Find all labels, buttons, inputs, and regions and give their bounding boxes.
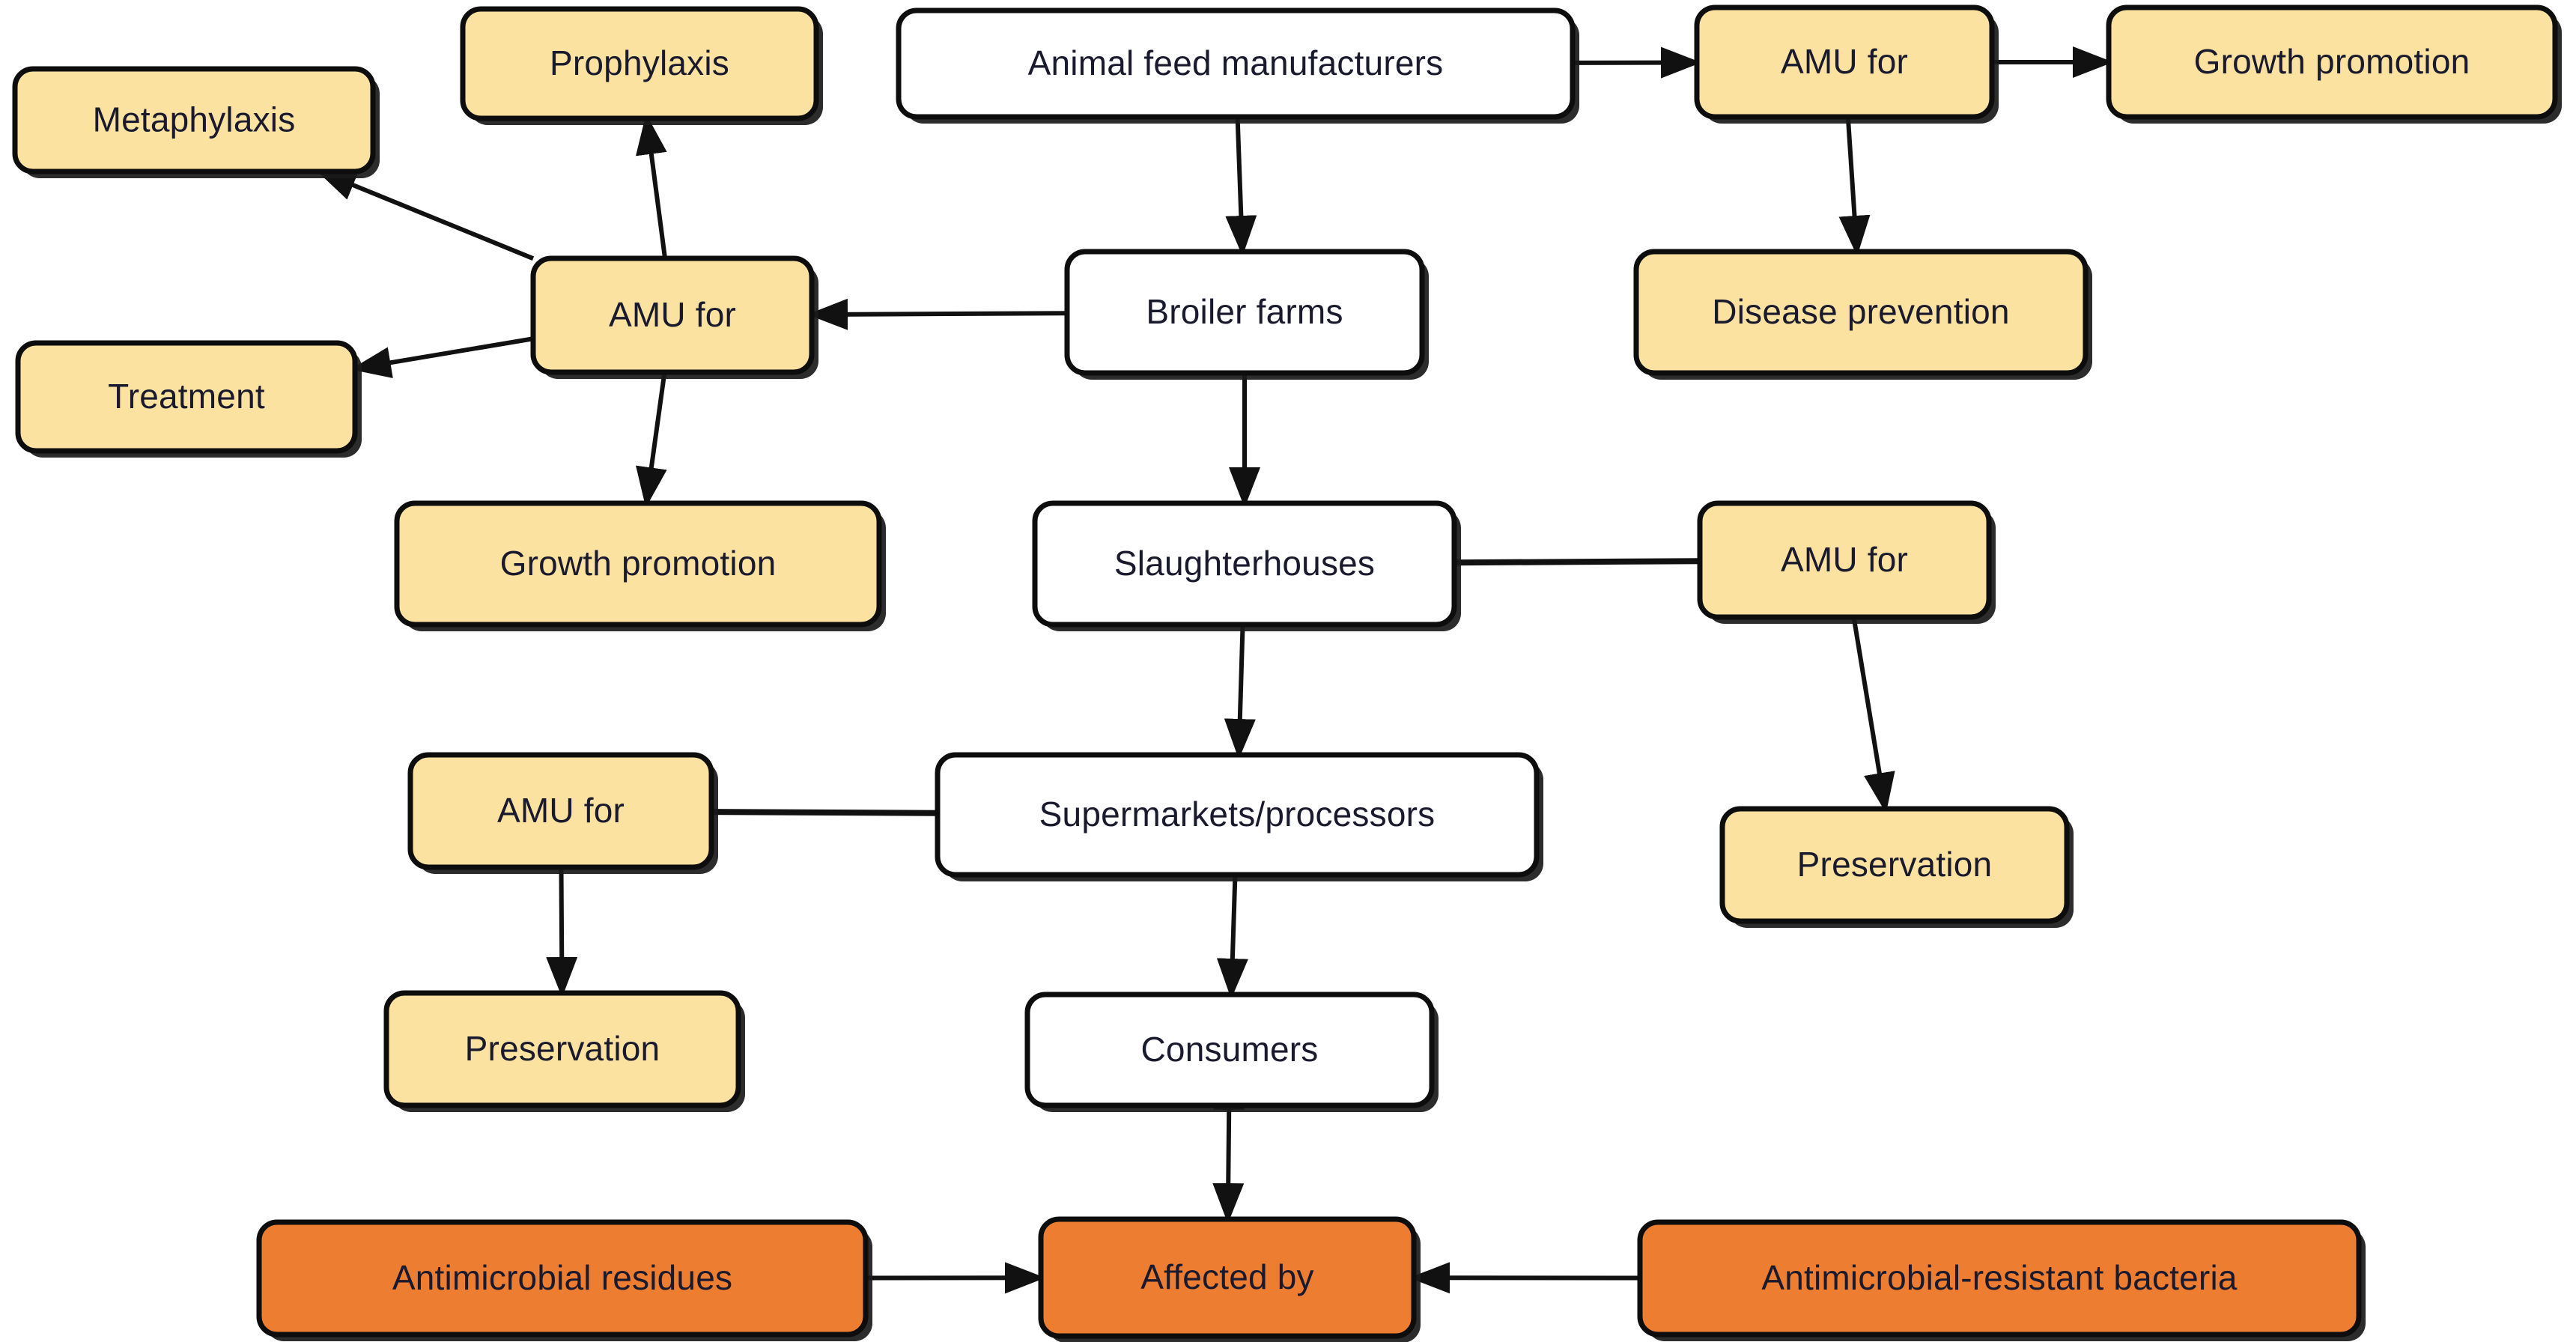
flow-node-growth-promotion-l[interactable]: Growth promotion [394, 500, 886, 631]
flow-node-disease-prevention[interactable]: Disease prevention [1633, 249, 2092, 380]
node-box[interactable] [1637, 1219, 2362, 1338]
node-label: AMU for [497, 791, 625, 830]
flow-arrow [1224, 624, 1256, 759]
node-label: Treatment [108, 377, 265, 416]
node-label: Growth promotion [2194, 42, 2470, 81]
flow-node-amu-feed[interactable]: AMU for [1694, 4, 1999, 124]
node-label: Antimicrobial-resistant bacteria [1761, 1258, 2238, 1297]
edges-layer [315, 46, 2113, 1294]
node-label: Preservation [465, 1029, 660, 1068]
node-label: Metaphylaxis [93, 100, 296, 139]
flow-arrow [1225, 116, 1257, 256]
flow-arrow [635, 114, 668, 259]
flow-node-amr-residues[interactable]: Antimicrobial residues [256, 1219, 872, 1341]
node-box[interactable] [460, 6, 819, 121]
node-box[interactable] [1024, 992, 1435, 1108]
flow-arrow [636, 371, 667, 508]
node-label: Consumers [1141, 1030, 1319, 1069]
flow-arrow [1838, 116, 1871, 256]
nodes-layer: Metaphylaxis Prophylaxis Animal feed manuf… [12, 4, 2562, 1342]
node-label: Antimicrobial residues [392, 1258, 732, 1297]
node-box[interactable] [1694, 4, 1995, 120]
node-box[interactable] [2106, 4, 2558, 120]
node-label: Preservation [1797, 845, 1993, 884]
flow-node-consumers[interactable]: Consumers [1024, 992, 1439, 1112]
node-label: Affected by [1140, 1257, 1314, 1296]
flow-node-affected-by[interactable]: Affected by [1038, 1216, 1421, 1342]
node-box[interactable] [1719, 806, 2070, 924]
node-label: Prophylaxis [550, 43, 729, 82]
flow-node-amu-slaughter[interactable]: AMU for [1697, 500, 1996, 624]
node-box[interactable] [256, 1219, 869, 1338]
flow-arrow [546, 866, 578, 998]
flow-node-preservation-l[interactable]: Preservation [383, 990, 745, 1112]
node-label: Disease prevention [1712, 292, 2009, 331]
flow-node-slaughterhouses[interactable]: Slaughterhouses [1032, 500, 1461, 631]
flow-node-supermarkets[interactable]: Supermarkets/processors [935, 752, 1543, 881]
flow-node-amu-farm[interactable]: AMU for [530, 255, 818, 379]
node-label: Supermarkets/processors [1039, 795, 1436, 834]
node-box[interactable] [935, 752, 1540, 878]
node-label: Growth promotion [500, 544, 777, 583]
flow-arrow [350, 336, 534, 378]
node-label: Broiler farms [1146, 292, 1343, 331]
node-label: AMU for [609, 295, 736, 334]
flow-node-prophylaxis[interactable]: Prophylaxis [460, 6, 823, 125]
flow-node-preservation-r[interactable]: Preservation [1719, 806, 2074, 928]
node-box[interactable] [1633, 249, 2089, 376]
flow-node-metaphylaxis[interactable]: Metaphylaxis [12, 66, 380, 178]
flow-arrow [1453, 558, 1701, 566]
node-label: Slaughterhouses [1114, 544, 1375, 583]
node-box[interactable] [530, 255, 815, 375]
node-box[interactable] [1038, 1216, 1417, 1339]
flow-arrow [711, 809, 938, 816]
flow-arrow [1212, 1069, 1245, 1224]
node-box[interactable] [394, 500, 882, 628]
node-label: Animal feed manufacturers [1028, 43, 1444, 82]
node-label: AMU for [1781, 540, 1908, 579]
node-box[interactable] [1032, 500, 1457, 628]
flow-arrow [1851, 616, 1895, 813]
node-box[interactable] [1697, 500, 1992, 620]
node-label: AMU for [1781, 42, 1908, 81]
flow-node-growth-promotion-tr[interactable]: Growth promotion [2106, 4, 2562, 124]
node-box[interactable] [15, 340, 358, 454]
node-box[interactable] [407, 752, 714, 870]
node-box[interactable] [12, 66, 376, 174]
flow-node-treatment[interactable]: Treatment [15, 340, 362, 458]
flow-node-amu-supermarket[interactable]: AMU for [407, 752, 718, 874]
node-box[interactable] [383, 990, 741, 1108]
flow-node-broiler-farms[interactable]: Broiler farms [1064, 249, 1429, 380]
flow-arrow [315, 169, 535, 261]
flow-arrow [807, 298, 1068, 330]
node-box[interactable] [1064, 249, 1425, 376]
flow-node-animal-feed[interactable]: Animal feed manufacturers [896, 7, 1579, 124]
node-box[interactable] [896, 7, 1576, 120]
flow-arrow [1216, 874, 1248, 999]
flow-node-amr-bacteria[interactable]: Antimicrobial-resistant bacteria [1637, 1219, 2366, 1341]
